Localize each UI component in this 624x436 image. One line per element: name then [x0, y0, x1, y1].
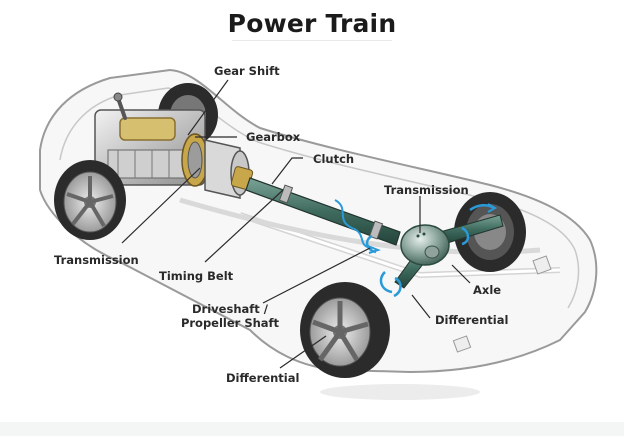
label-gearbox: Gearbox	[246, 130, 301, 144]
title-divider	[232, 40, 392, 41]
footer-band	[0, 422, 624, 436]
label-differential-rear: Differential	[435, 313, 509, 327]
driveshaft	[245, 177, 401, 254]
label-differential-front: Differential	[226, 371, 300, 385]
diagram-canvas: Power Train Gear Shift Gearbox Clutch Tr…	[39, 9, 598, 400]
leader-lines	[121, 79, 471, 369]
page-title: Power Train	[227, 9, 397, 38]
label-clutch: Clutch	[313, 152, 355, 166]
label-transmission-front: Transmission	[54, 253, 139, 267]
powertrain-illustration	[39, 68, 598, 400]
leader-gear-shift	[187, 79, 229, 136]
leader-differential-rear	[411, 294, 431, 319]
label-gear-shift: Gear Shift	[214, 64, 280, 78]
engine-gearbox	[94, 92, 254, 199]
label-axle: Axle	[473, 283, 502, 297]
leader-differential-front	[279, 335, 327, 369]
leader-clutch	[271, 157, 303, 185]
wheel-front-near	[54, 160, 126, 240]
leader-transmission-front	[121, 167, 201, 244]
label-timing-belt: Timing Belt	[159, 269, 234, 283]
leader-driveshaft	[262, 247, 371, 304]
label-transmission-rear: Transmission	[384, 183, 469, 197]
label-driveshaft: Driveshaft / Propeller Shaft	[180, 302, 280, 330]
differential-housing	[365, 203, 504, 298]
wheel-rear-near	[300, 282, 390, 378]
leader-timing-belt	[204, 189, 284, 263]
label-driveshaft-line2: Propeller Shaft	[180, 316, 280, 330]
label-driveshaft-line1: Driveshaft /	[192, 302, 268, 316]
leader-axle	[451, 264, 471, 284]
